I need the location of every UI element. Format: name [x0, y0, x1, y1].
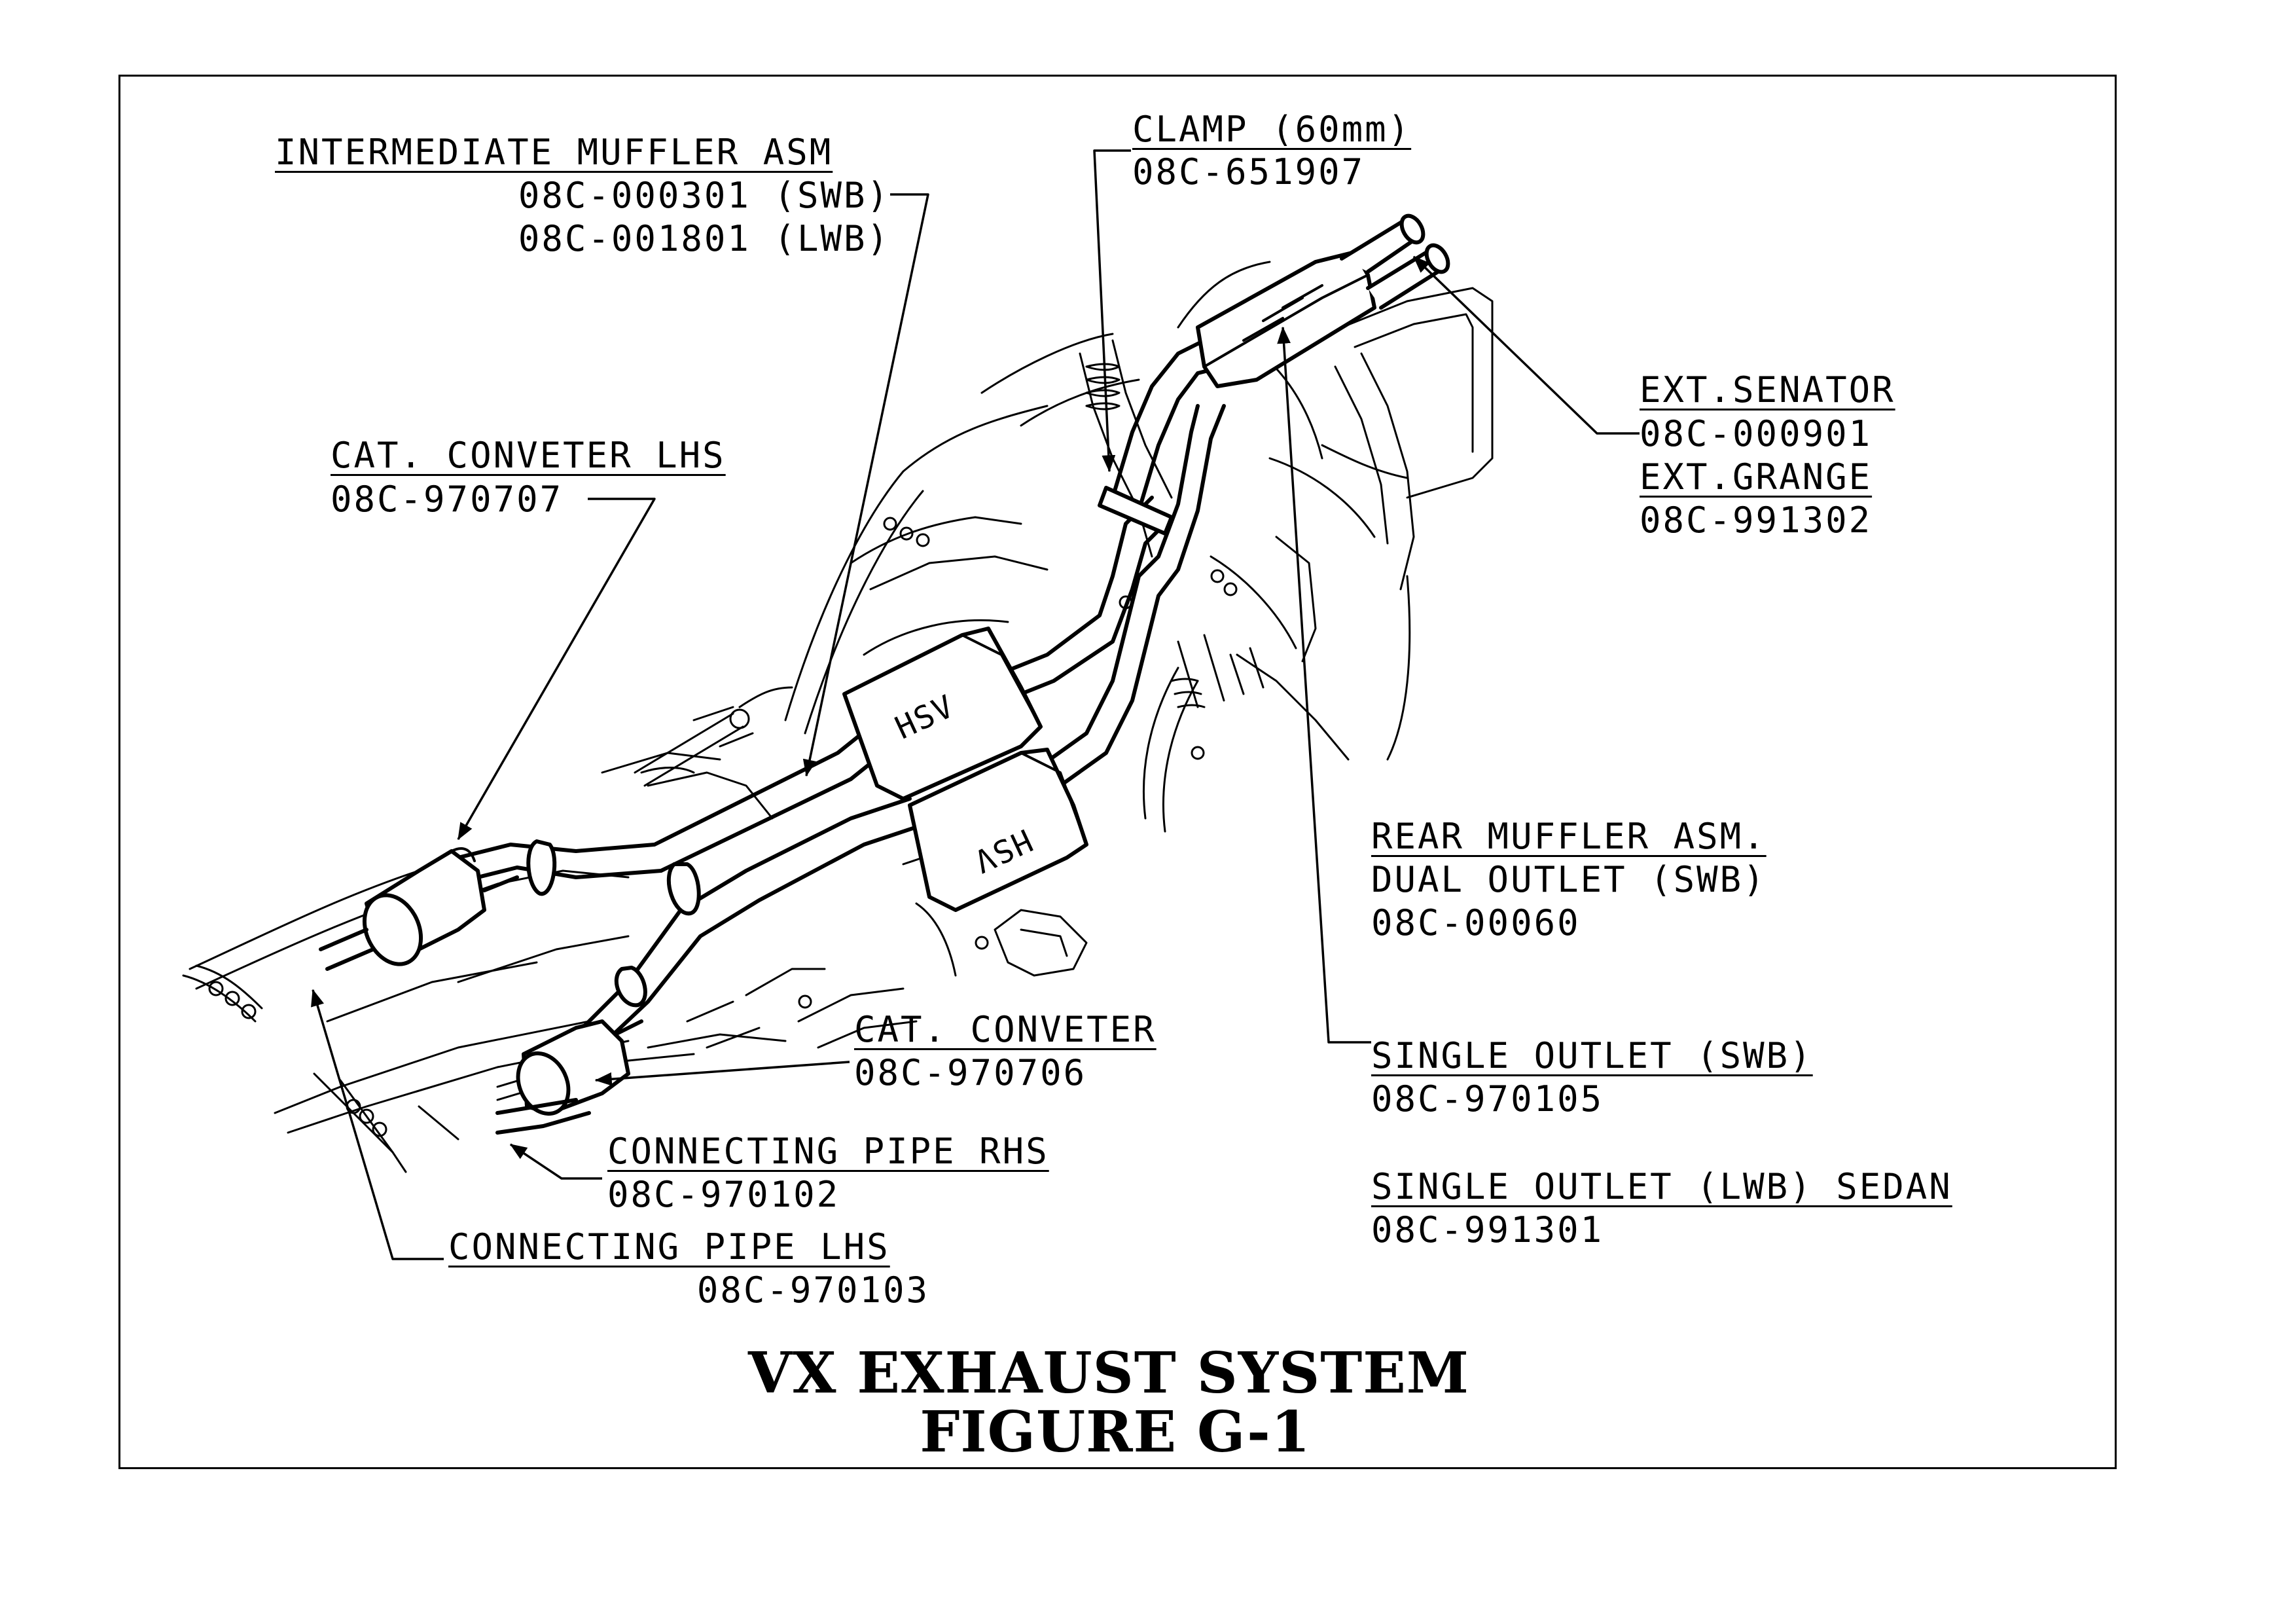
- leader-intermediate-muffler: [802, 193, 929, 777]
- rear-muffler-dual-part: 08C-00060: [1371, 902, 1581, 943]
- leader-lines: [311, 149, 1640, 1260]
- chassis-background: [182, 261, 1494, 1173]
- cat-lhs-part: 08C-970707: [331, 479, 564, 520]
- leader-pipe-rhs: [509, 1143, 602, 1180]
- clamp-label: CLAMP (60mm): [1132, 109, 1412, 150]
- leader-pipe-lhs: [311, 989, 444, 1260]
- rear-muffler-label: REAR MUFFLER ASM.: [1371, 816, 1767, 857]
- ext-grange-label: EXT.GRANGE: [1640, 456, 1873, 498]
- pipe-rhs-label: CONNECTING PIPE RHS: [607, 1131, 1049, 1172]
- leader-clamp: [1093, 149, 1131, 473]
- cat-part: 08C-970706: [854, 1052, 1087, 1093]
- intermediate-muffler-part-lwb: 08C-001801 (LWB): [518, 218, 890, 259]
- leader-cat-lhs: [457, 498, 656, 841]
- cat-label: CAT. CONVETER: [854, 1009, 1157, 1050]
- leader-single-outlet: [1277, 326, 1371, 1044]
- ext-senator-label: EXT.SENATOR: [1640, 369, 1895, 410]
- leader-cat: [594, 1061, 850, 1086]
- rear-muffler-dual: DUAL OUTLET (SWB): [1371, 859, 1767, 900]
- single-outlet-swb-part: 08C-970105: [1371, 1078, 1604, 1120]
- exhaust-pipes: [319, 213, 1450, 1135]
- pipe-rhs-part: 08C-970102: [607, 1174, 840, 1215]
- single-outlet-lwb-part: 08C-991301: [1371, 1209, 1604, 1250]
- pipe-lhs-label: CONNECTING PIPE LHS: [448, 1226, 890, 1267]
- cat-lhs-label: CAT. CONVETER LHS: [331, 435, 726, 476]
- intermediate-muffler-label: INTERMEDIATE MUFFLER ASM: [275, 132, 833, 173]
- ext-grange-part: 08C-991302: [1640, 500, 1873, 541]
- figure-subtitle: FIGURE G-1: [920, 1399, 1311, 1465]
- single-outlet-lwb-label: SINGLE OUTLET (LWB) SEDAN: [1371, 1166, 1952, 1207]
- clamp-part: 08C-651907: [1132, 151, 1365, 192]
- drawing-frame: [118, 75, 2117, 1469]
- single-outlet-swb-label: SINGLE OUTLET (SWB): [1371, 1035, 1813, 1076]
- pipe-lhs-part: 08C-970103: [696, 1269, 929, 1311]
- ext-senator-part: 08C-000901: [1640, 413, 1873, 454]
- leader-ext-senator: [1412, 255, 1640, 435]
- figure-title: VX EXHAUST SYSTEM: [747, 1340, 1470, 1406]
- intermediate-muffler-part-swb: 08C-000301 (SWB): [518, 175, 890, 216]
